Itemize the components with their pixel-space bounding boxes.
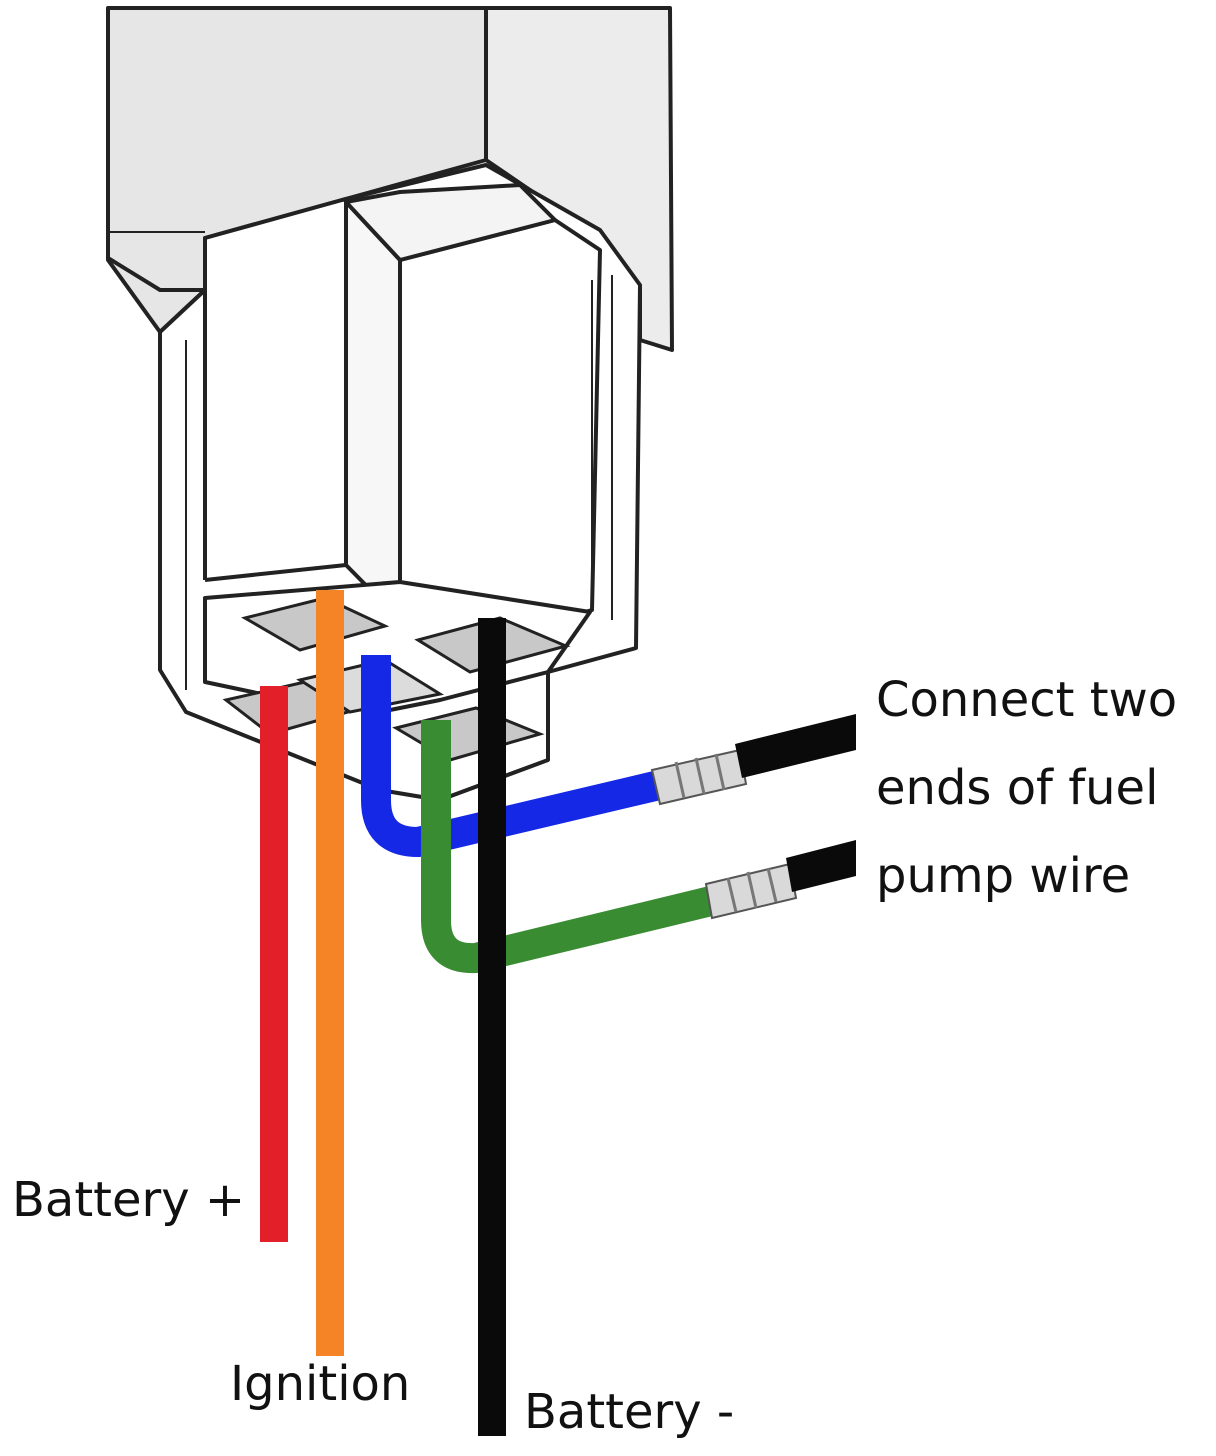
pump-wire-ends xyxy=(650,714,856,920)
wire-pump-green xyxy=(421,720,719,974)
ignition-label: Ignition xyxy=(230,1356,411,1412)
pump-label-line-1: Connect two xyxy=(876,672,1178,728)
wire-pump-blue xyxy=(361,655,659,858)
pump-wire-label: Connect two ends of fuel pump wire xyxy=(876,656,1177,920)
green-wire-end xyxy=(704,840,856,920)
pump-label-line-3: pump wire xyxy=(876,848,1131,904)
wires xyxy=(260,590,719,1436)
battery-minus-label: Battery - xyxy=(524,1384,735,1440)
blue-wire-end xyxy=(650,714,856,806)
pump-label-line-2: ends of fuel xyxy=(876,760,1159,816)
battery-plus-label: Battery + xyxy=(12,1172,246,1228)
